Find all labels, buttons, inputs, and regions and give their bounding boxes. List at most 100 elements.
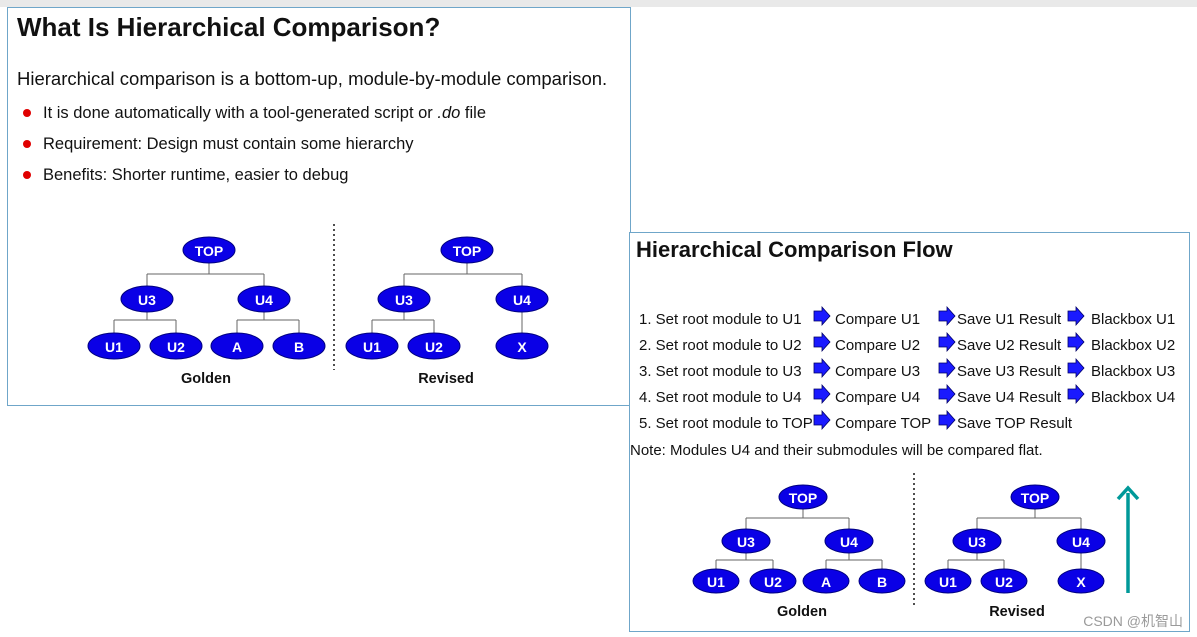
- tree-node-u2: U2: [749, 568, 797, 594]
- flow-step-set: 4. Set root module to U4: [639, 389, 802, 406]
- svg-text:U4: U4: [255, 292, 273, 308]
- flow-arrow-icon: [938, 357, 956, 379]
- flow-step-compare: Compare U3: [835, 363, 921, 380]
- tree-edge: [947, 553, 1005, 570]
- tree-node-u4: U4: [237, 285, 291, 313]
- svg-text:TOP: TOP: [789, 490, 818, 506]
- golden-tree: TOP U3 U4 U1 U2 A B Golden: [692, 484, 906, 620]
- bullet-item: It is done automatically with a tool-gen…: [17, 102, 486, 133]
- tree-edge: [146, 262, 265, 288]
- svg-text:U1: U1: [939, 574, 957, 590]
- slide-what-is-hierarchical-comparison: What Is Hierarchical Comparison? Hierarc…: [7, 7, 631, 406]
- flow-arrow-icon: [1067, 357, 1085, 379]
- up-arrow-icon: [1116, 485, 1140, 593]
- slide-title: What Is Hierarchical Comparison?: [17, 12, 441, 42]
- bullet-text: Requirement: Design must contain some hi…: [43, 135, 414, 153]
- flow-step-set: 1. Set root module to U1: [639, 311, 802, 328]
- bullet-italic-text: .do: [437, 104, 461, 122]
- tree-edge: [113, 311, 177, 335]
- tree-node-x: X: [495, 332, 549, 360]
- flow-step-save: Save U3 Result: [957, 363, 1062, 380]
- golden-label: Golden: [181, 371, 231, 387]
- tree-node-a: A: [802, 568, 850, 594]
- tree-edge: [825, 553, 883, 570]
- flow-step-blackbox: Blackbox U2: [1091, 337, 1176, 354]
- svg-text:X: X: [1076, 574, 1086, 590]
- flow-arrow-icon: [1067, 331, 1085, 353]
- hierarchy-diagram: TOP U3 U4 U1 U2 A B Golden TOP U3 U4 U1 …: [87, 224, 549, 387]
- tree-edge: [371, 311, 435, 335]
- svg-text:X: X: [517, 339, 527, 355]
- flow-step-row: 3. Set root module to U3 Compare U3 Save U…: [630, 357, 1191, 385]
- svg-text:U3: U3: [138, 292, 156, 308]
- svg-text:TOP: TOP: [195, 243, 224, 259]
- svg-text:U2: U2: [167, 339, 185, 355]
- svg-text:U1: U1: [363, 339, 381, 355]
- tree-node-top: TOP: [182, 236, 236, 264]
- tree-node-u4: U4: [824, 528, 874, 554]
- slide-title: Hierarchical Comparison Flow: [636, 237, 953, 262]
- svg-text:TOP: TOP: [453, 243, 482, 259]
- svg-text:TOP: TOP: [1021, 490, 1050, 506]
- tree-node-u2: U2: [149, 332, 203, 360]
- slide-hierarchical-comparison-flow: Hierarchical Comparison Flow 1. Set root…: [629, 232, 1190, 632]
- tree-node-u3: U3: [952, 528, 1002, 554]
- svg-text:A: A: [821, 574, 831, 590]
- tree-node-u2: U2: [407, 332, 461, 360]
- bullet-item: Benefits: Shorter runtime, easier to deb…: [17, 164, 486, 195]
- svg-text:B: B: [294, 339, 304, 355]
- bullet-item: Requirement: Design must contain some hi…: [17, 133, 486, 164]
- svg-text:U1: U1: [105, 339, 123, 355]
- tree-node-b: B: [272, 332, 326, 360]
- tree-node-u1: U1: [924, 568, 972, 594]
- revised-label: Revised: [418, 371, 474, 387]
- tree-edge: [715, 553, 774, 570]
- flow-arrow-icon: [813, 305, 831, 327]
- tree-node-top: TOP: [440, 236, 494, 264]
- flow-arrow-icon: [813, 331, 831, 353]
- tree-node-u1: U1: [87, 332, 141, 360]
- note-text: Note: Modules U4 and their submodules wi…: [630, 442, 1043, 459]
- svg-text:U4: U4: [513, 292, 531, 308]
- flow-step-save: Save U4 Result: [957, 389, 1062, 406]
- svg-text:B: B: [877, 574, 887, 590]
- window-top-bar: [0, 0, 1197, 7]
- flow-step-save: Save U2 Result: [957, 337, 1062, 354]
- flow-step-compare: Compare U2: [835, 337, 921, 354]
- flow-arrow-icon: [938, 383, 956, 405]
- svg-text:U1: U1: [707, 574, 725, 590]
- tree-node-u4: U4: [495, 285, 549, 313]
- tree-node-a: A: [210, 332, 264, 360]
- flow-step-row: 5. Set root module to TOP Compare TOP Save…: [630, 409, 1191, 437]
- flow-step-set: 5. Set root module to TOP: [639, 415, 813, 432]
- flow-step-row: 4. Set root module to U4 Compare U4 Save U…: [630, 383, 1191, 411]
- tree-node-u2: U2: [980, 568, 1028, 594]
- tree-node-b: B: [858, 568, 906, 594]
- tree-edge: [403, 262, 523, 288]
- tree-edge: [236, 311, 300, 335]
- flow-step-compare: Compare U4: [835, 389, 921, 406]
- tree-node-u3: U3: [120, 285, 174, 313]
- flow-step-set: 3. Set root module to U3: [639, 363, 802, 380]
- tree-node-u3: U3: [721, 528, 771, 554]
- flow-step-save: Save TOP Result: [957, 415, 1073, 432]
- tree-node-u1: U1: [345, 332, 399, 360]
- flow-arrow-icon: [813, 357, 831, 379]
- flow-arrow-icon: [1067, 305, 1085, 327]
- flow-arrow-icon: [938, 409, 956, 431]
- svg-text:U2: U2: [764, 574, 782, 590]
- tree-node-u4: U4: [1056, 528, 1106, 554]
- flow-step-compare: Compare TOP: [835, 415, 932, 432]
- tree-node-u3: U3: [377, 285, 431, 313]
- revised-tree: TOP U3 U4 U1 U2 X Revised: [345, 236, 549, 387]
- svg-text:U2: U2: [995, 574, 1013, 590]
- tree-node-top: TOP: [778, 484, 828, 510]
- tree-node-u1: U1: [692, 568, 740, 594]
- flow-arrow-icon: [813, 383, 831, 405]
- flow-step-blackbox: Blackbox U3: [1091, 363, 1176, 380]
- svg-text:U4: U4: [1072, 534, 1090, 550]
- flow-arrow-icon: [938, 331, 956, 353]
- flow-arrow-icon: [1067, 383, 1085, 405]
